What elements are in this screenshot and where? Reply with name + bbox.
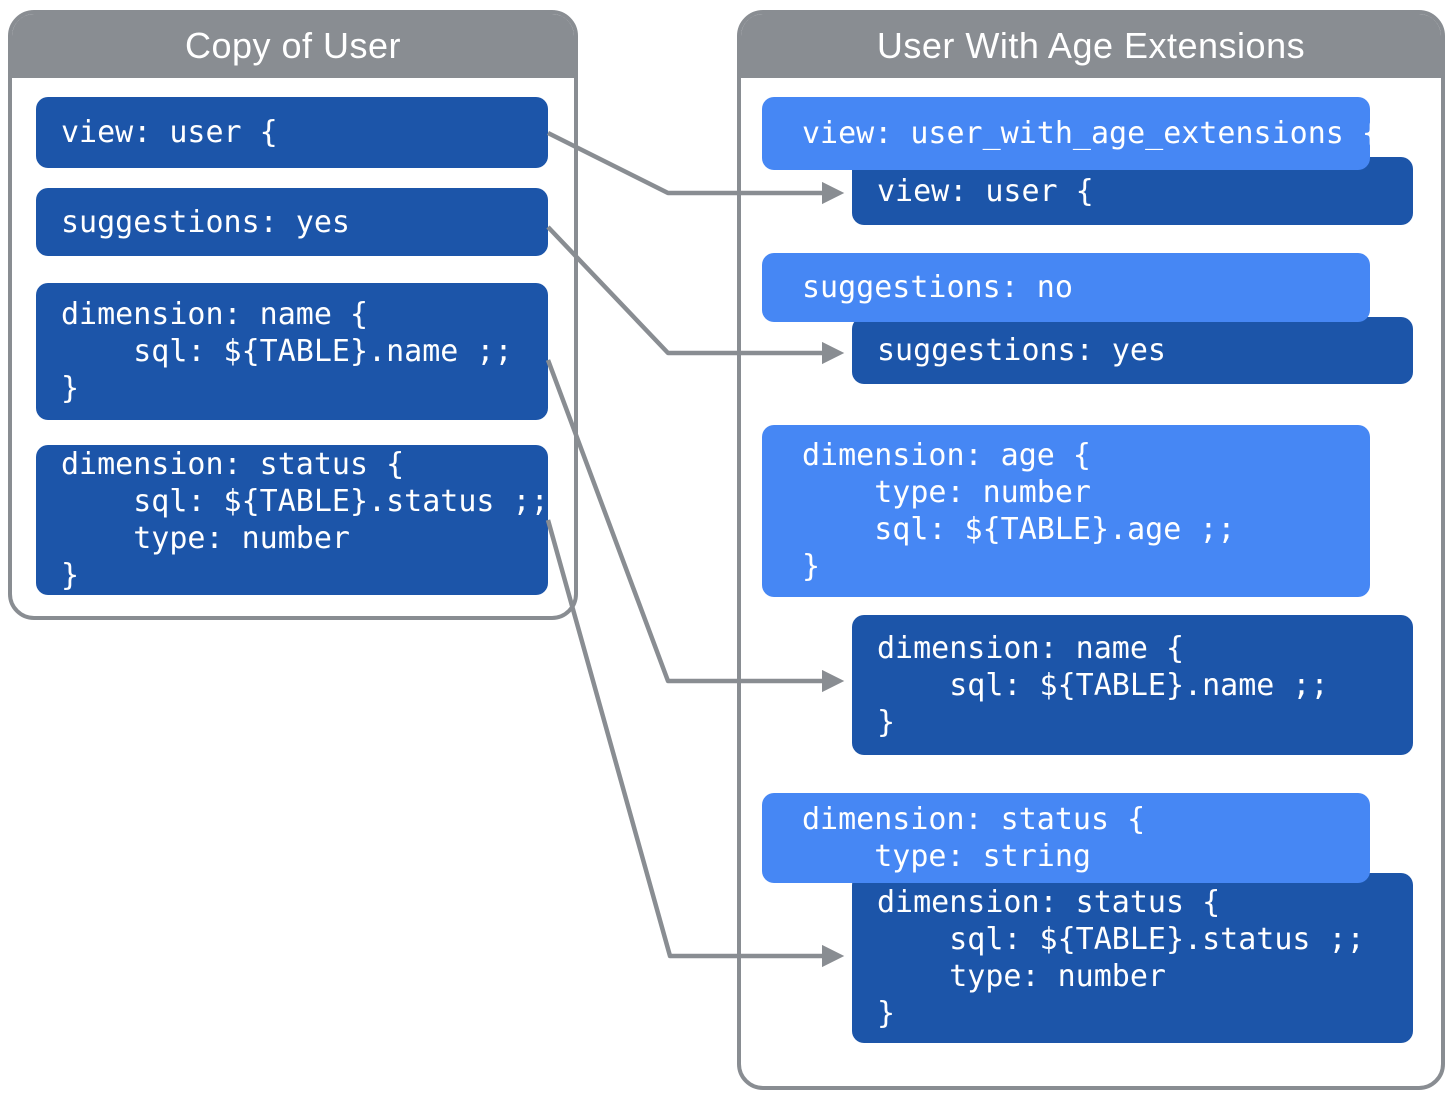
code-block-dimension-name: dimension: name { sql: ${TABLE}.name ;; … [36, 283, 548, 420]
code-text: dimension: name { sql: ${TABLE}.name ;; … [61, 297, 513, 406]
panel-header: User With Age Extensions [741, 14, 1441, 78]
code-text: view: user { [877, 173, 1094, 209]
panel-title: Copy of User [184, 25, 402, 66]
code-block-dimension-age: dimension: age { type: number sql: ${TAB… [762, 425, 1370, 597]
code-text: view: user_with_age_extensions { [802, 116, 1380, 151]
code-text: suggestions: yes [877, 333, 1166, 368]
panel-title: User With Age Extensions [876, 25, 1306, 66]
code-text: suggestions: yes [61, 204, 350, 240]
code-block-view-user-with-age-extensions: view: user_with_age_extensions { [762, 97, 1380, 170]
code-text: dimension: name { sql: ${TABLE}.name ;; … [877, 630, 1329, 740]
code-block-dimension-status: dimension: status { sql: ${TABLE}.status… [36, 445, 549, 595]
code-text: dimension: age { type: number sql: ${TAB… [802, 438, 1236, 584]
code-text: suggestions: no [802, 270, 1073, 305]
code-block-inherited-dimension-status: dimension: status { sql: ${TABLE}.status… [852, 873, 1413, 1043]
code-block-dimension-status-override: dimension: status { type: string [762, 793, 1370, 883]
panel-header: Copy of User [12, 14, 574, 78]
code-block-suggestions-no: suggestions: no [762, 253, 1370, 322]
code-text: dimension: status { sql: ${TABLE}.status… [877, 885, 1365, 1031]
code-text: dimension: status { type: string [802, 802, 1146, 874]
code-block-inherited-suggestions-yes: suggestions: yes [852, 317, 1413, 384]
code-text: view: user { [61, 115, 278, 150]
code-block-view-user: view: user { [36, 97, 548, 168]
code-block-inherited-dimension-name: dimension: name { sql: ${TABLE}.name ;; … [852, 615, 1413, 755]
code-text: dimension: status { sql: ${TABLE}.status… [61, 447, 549, 593]
code-block-suggestions-yes: suggestions: yes [36, 188, 548, 256]
